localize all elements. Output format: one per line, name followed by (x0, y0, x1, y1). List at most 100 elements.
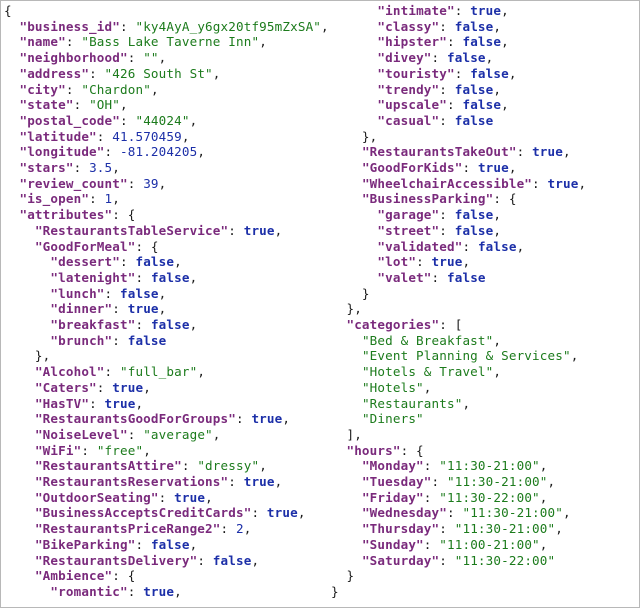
code-line: } (331, 286, 370, 302)
code-line: "RestaurantsPriceRange2": 2, (4, 521, 251, 537)
punctuation: , (539, 458, 548, 474)
json-key: "Wednesday" (361, 505, 447, 521)
json-string: "full_bar" (120, 364, 198, 380)
punctuation: , (158, 175, 167, 191)
punctuation (4, 584, 50, 599)
code-line: "validated": false, (331, 239, 524, 255)
punctuation: : (228, 222, 244, 238)
punctuation: : (462, 238, 478, 254)
json-key: "RestaurantsAttire" (34, 458, 182, 474)
punctuation: , (212, 426, 221, 442)
code-line: "latitude": 41.570459, (4, 129, 190, 145)
punctuation: , (189, 269, 198, 285)
punctuation (4, 144, 19, 159)
code-line: "review_count": 39, (4, 176, 166, 192)
punctuation: : { (112, 207, 136, 223)
punctuation: : (127, 50, 144, 66)
punctuation: , (181, 128, 190, 144)
json-key: "street" (377, 222, 440, 238)
code-line: "romantic": true, (4, 584, 182, 600)
json-key: "attributes" (19, 207, 113, 223)
json-key: "OutdoorSeating" (34, 489, 159, 505)
punctuation: }, (331, 301, 362, 317)
punctuation: , (197, 144, 206, 160)
punctuation (331, 411, 362, 426)
punctuation: , (120, 97, 128, 113)
code-line: "breakfast": false, (4, 317, 197, 333)
punctuation: , (508, 160, 517, 175)
punctuation (4, 317, 50, 332)
punctuation: , (493, 207, 502, 223)
json-key: "touristy" (377, 65, 455, 81)
code-line: "lunch": false, (4, 286, 166, 302)
json-key: "divey" (377, 50, 432, 66)
json-boolean: true (477, 160, 509, 175)
code-line: "dinner": true, (4, 301, 166, 317)
punctuation: : { (135, 238, 159, 254)
punctuation (4, 458, 35, 473)
punctuation: , (501, 97, 509, 113)
json-boolean: false (447, 50, 486, 66)
punctuation: , (135, 395, 144, 411)
json-string: "Chardon" (81, 81, 151, 97)
punctuation: , (563, 144, 571, 160)
json-key: "RestaurantsDelivery" (34, 552, 198, 568)
punctuation (4, 505, 35, 520)
json-key: "lot" (377, 254, 417, 270)
json-key: "Tuesday" (361, 474, 432, 489)
punctuation (331, 458, 362, 473)
json-key: "WheelchairAccessible" (361, 175, 533, 191)
code-line: "Bed & Breakfast", (331, 333, 501, 349)
punctuation (331, 333, 362, 348)
json-string: "Restaurants" (361, 395, 463, 411)
json-string: "Bass Lake Taverne Inn" (81, 34, 260, 50)
punctuation: , (297, 505, 306, 521)
punctuation: : (96, 379, 113, 395)
code-line: }, (331, 301, 362, 317)
json-key: "BusinessParking" (361, 191, 494, 207)
json-key: "lunch" (50, 285, 105, 301)
json-key: "RestaurantsGoodForGroups" (34, 411, 236, 427)
punctuation: : [ (439, 317, 463, 332)
json-key: "classy" (377, 18, 440, 34)
punctuation (331, 270, 377, 285)
punctuation: : (112, 332, 128, 348)
punctuation (4, 97, 19, 112)
json-key: "longitude" (19, 144, 105, 160)
punctuation (331, 97, 377, 112)
code-line: }, (331, 129, 377, 145)
punctuation: } (331, 568, 355, 584)
punctuation (331, 176, 362, 191)
json-boolean: false (120, 285, 159, 301)
code-line: "GoodForKids": true, (331, 160, 517, 176)
code-line: "Restaurants", (331, 396, 470, 412)
punctuation (4, 427, 35, 442)
code-line: "Caters": true, (4, 380, 151, 396)
code-line: "BusinessAcceptsCreditCards": true, (4, 505, 306, 521)
punctuation: , (189, 112, 198, 128)
json-key: "name" (19, 34, 66, 50)
json-number: 1 (104, 191, 113, 207)
punctuation: , (547, 474, 556, 489)
punctuation: , (158, 50, 167, 66)
punctuation (331, 348, 362, 363)
punctuation: : (439, 552, 455, 568)
punctuation: : (104, 285, 120, 301)
json-key: "neighborhood" (19, 50, 128, 66)
json-key: "romantic" (50, 583, 128, 599)
punctuation: , (539, 489, 548, 505)
json-key: "stars" (19, 160, 74, 175)
punctuation (4, 82, 19, 97)
code-line: "Thursday": "11:30-21:00", (331, 521, 563, 537)
punctuation: : (120, 112, 136, 128)
code-line: ], (331, 427, 362, 443)
code-line: "Diners" (331, 411, 424, 427)
punctuation (331, 144, 362, 159)
punctuation: : (120, 18, 136, 34)
punctuation (331, 490, 362, 505)
punctuation (331, 364, 362, 379)
json-boolean: false (470, 65, 509, 81)
json-key: "BusinessAcceptsCreditCards" (34, 505, 252, 521)
punctuation: : (416, 254, 432, 270)
